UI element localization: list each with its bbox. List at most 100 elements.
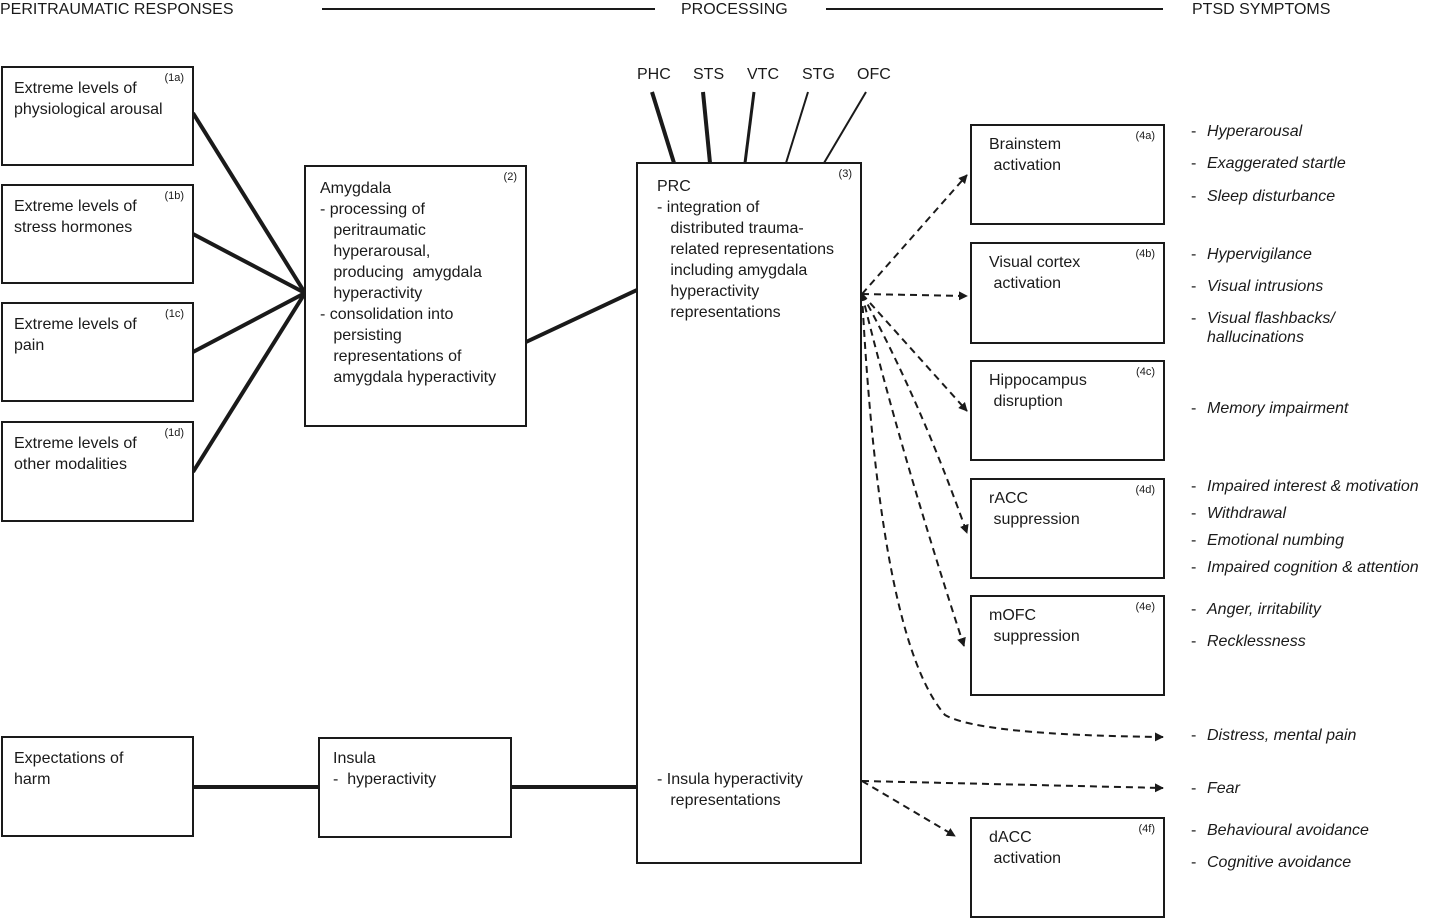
region-vtc: VTC [747,66,779,83]
symptom-text: hallucinations [1207,329,1304,346]
symptom-sleep: -Sleep disturbance [1191,187,1335,206]
symptom-text: Exaggerated startle [1207,155,1346,172]
box-number: (3) [838,168,852,180]
symptom-distress: -Distress, mental pain [1191,726,1356,745]
region-sts: STS [693,66,725,83]
box-hippocampus: Hippocampus disruption (4c) [970,360,1165,461]
symptom-text: Cognitive avoidance [1207,854,1352,871]
symptom-text: Distress, mental pain [1207,727,1357,744]
box-label: Expectations of harm [14,750,124,788]
box-number: (4d) [1135,484,1155,496]
symptom-behavioural-avoidance: -Behavioural avoidance [1191,821,1369,840]
box-number: (4b) [1135,248,1155,260]
symptom-text: Recklessness [1207,633,1306,650]
list-dash: - [1191,780,1197,797]
symptom-hyperarousal: -Hyperarousal [1191,122,1302,141]
symptom-text: Sleep disturbance [1207,188,1336,205]
box-label: Amygdala - processing of peritraumatic h… [320,180,497,386]
box-number: (1a) [164,72,184,84]
list-dash: - [1191,478,1197,495]
box-brainstem: Brainstem activation (4a) [970,124,1165,225]
symptom-memory: -Memory impairment [1191,399,1348,418]
link-1b-amygdala [192,232,306,295]
symptom-text: Anger, irritability [1207,601,1321,618]
symptom-startle: -Exaggerated startle [1191,154,1346,173]
box-pain: Extreme levels of pain (1c) [1,302,194,402]
box-number: (4e) [1135,601,1155,613]
symptom-text: Visual intrusions [1207,278,1324,295]
box-number: (2) [503,171,517,183]
box-racc: rACC suppression (4d) [970,478,1165,579]
link-vtc [743,91,756,164]
symptom-text: Behavioural avoidance [1207,822,1369,839]
box-label: Brainstem activation [989,136,1062,174]
link-1c-amygdala [192,291,306,354]
box-label: Visual cortex activation [989,254,1081,292]
link-1d-amygdala [191,291,307,474]
box-label: Extreme levels of physiological arousal [14,80,163,118]
list-dash: - [1191,123,1197,140]
box-number: (1b) [164,190,184,202]
box-label: Insula - hyperactivity [333,750,437,788]
symptom-hypervigilance: -Hypervigilance [1191,245,1312,264]
symptom-numbing: -Emotional numbing [1191,531,1344,550]
arrow-brainstem [861,174,968,295]
symptom-cognition: -Impaired cognition & attention [1191,558,1419,577]
box-prc: PRC (3) - integration of distributed tra… [636,162,862,864]
symptom-recklessness: -Recklessness [1191,632,1306,651]
link-stg [785,91,809,164]
list-dash: - [1191,246,1197,263]
region-stg: STG [802,66,835,83]
box-mofc: mOFC suppression (4e) [970,595,1165,696]
symptom-text: Impaired cognition & attention [1207,559,1419,576]
list-dash: - [1191,822,1197,839]
arrow-mofc [861,293,966,647]
link-sts [701,91,712,164]
symptom-text: Visual flashbacks/ [1207,310,1335,327]
symptom-text: Hyperarousal [1207,123,1303,140]
arrow-visual-cortex [861,291,968,301]
list-dash: - [1191,727,1197,744]
box-label: Hippocampus disruption [989,372,1087,410]
symptom-flashbacks: -Visual flashbacks/ [1191,309,1335,328]
box-stress-hormones: Extreme levels of stress hormones (1b) [1,184,194,284]
list-dash: - [1191,559,1197,576]
box-label: dACC activation [989,829,1062,867]
list-dash: - [1191,278,1197,295]
box-visual-cortex: Visual cortex activation (4b) [970,242,1165,344]
box-dacc: dACC activation (4f) [970,817,1165,918]
symptom-text: Fear [1207,780,1240,797]
box-physiological-arousal: Extreme levels of physiological arousal … [1,66,194,166]
link-amygdala-prc [525,288,638,344]
arrow-fear [861,780,1164,793]
list-dash: - [1191,601,1197,618]
symptom-cognitive-avoidance: -Cognitive avoidance [1191,853,1351,872]
list-dash: - [1191,155,1197,172]
box-amygdala: Amygdala - processing of peritraumatic h… [304,165,527,427]
list-dash: - [1191,532,1197,549]
symptom-text: Impaired interest & motivation [1207,478,1419,495]
list-dash: - [1191,310,1197,327]
box-number: (4f) [1138,823,1156,835]
box-label: rACC suppression [989,490,1080,528]
prc-description: - integration of distributed trauma- rel… [657,199,834,321]
box-label: mOFC suppression [989,607,1080,645]
symptom-anger: -Anger, irritability [1191,600,1321,619]
arrow-distress [861,293,1164,742]
symptom-interest: -Impaired interest & motivation [1191,477,1419,496]
symptom-text: Emotional numbing [1207,532,1344,549]
symptom-withdrawal: -Withdrawal [1191,504,1286,523]
symptom-text: Withdrawal [1207,505,1286,522]
list-dash: - [1191,633,1197,650]
box-number: (1c) [165,308,184,320]
header-ptsd-symptoms: PTSD SYMPTOMS [1192,1,1331,18]
box-label: Extreme levels of stress hormones [14,198,137,236]
box-expectations-of-harm: Expectations of harm [1,736,194,837]
symptom-flashbacks-line2: hallucinations [1191,328,1304,347]
arrow-dacc [861,780,956,837]
symptom-text: Hypervigilance [1207,246,1312,263]
prc-insula-representations: - Insula hyperactivity representations [657,771,803,809]
link-phc [650,91,676,164]
symptom-text: Memory impairment [1207,400,1349,417]
list-dash: - [1191,188,1197,205]
